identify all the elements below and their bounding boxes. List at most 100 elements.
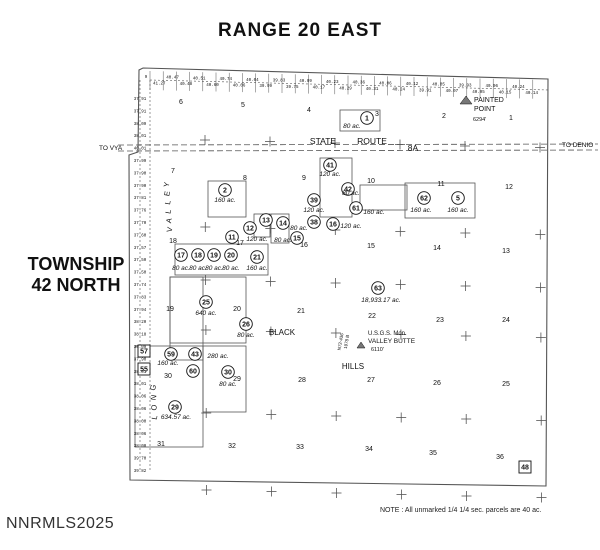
lot-value: 40.51 — [193, 77, 206, 81]
valley-butte-code: 1978 B — [343, 334, 350, 349]
lot-value: 37.91 — [134, 98, 147, 102]
parcel-number: 48 — [521, 465, 529, 472]
section-number: 22 — [368, 313, 376, 320]
parcel-number: 39 — [310, 198, 318, 205]
lot-value: 37.50 — [134, 259, 147, 263]
section-number: 5 — [241, 102, 245, 109]
lot-value: 39.75 — [286, 86, 299, 90]
parcel-marker — [188, 347, 202, 361]
parcel-marker — [307, 193, 321, 207]
parcel-acreage: 80 ac. — [342, 190, 360, 197]
lot-value: 37.76 — [134, 210, 147, 214]
parcel-number: 19 — [210, 253, 218, 260]
section-number: 4 — [307, 107, 311, 114]
section-number: 9 — [302, 175, 306, 182]
parcel-marker — [239, 317, 253, 331]
lot-value: 40.74 — [220, 78, 233, 82]
parcel-marker — [191, 248, 205, 262]
lot-value: 40.06 — [379, 82, 392, 86]
lot-value: 37.57 — [134, 247, 147, 251]
road-destination-right: TO DENIO — [562, 142, 593, 149]
lot-value: 40.17 — [313, 87, 326, 91]
lot-value: 40.14 — [525, 92, 538, 96]
section-number: 31 — [157, 441, 165, 448]
lot-value: 39.91 — [419, 89, 432, 93]
section-number: 13 — [502, 248, 510, 255]
lot-value: 37.90 — [134, 185, 147, 189]
parcel-number: 30 — [224, 370, 232, 377]
section-number: 28 — [298, 377, 306, 384]
section-number: 25 — [502, 381, 510, 388]
section-number: 27 — [367, 377, 375, 384]
parcel-number: 2 — [223, 188, 227, 195]
lot-value: 40.05 — [432, 84, 445, 88]
section-number: 17 — [236, 240, 244, 247]
parcel-acreage: 120 ac. — [340, 223, 362, 230]
parcel-acreage: 120 ac. — [303, 207, 325, 214]
parcel-acreage: 160 ac. — [363, 209, 385, 216]
lot-value: 38.00 — [134, 420, 147, 424]
parcel-number: 16 — [329, 222, 337, 229]
lot-value: 37.90 — [134, 172, 147, 176]
black-hills-word: HILLS — [342, 362, 364, 371]
parcel-acreage: 80 ac. — [237, 332, 255, 339]
lot-value: 38.09 — [134, 123, 147, 127]
parcel-marker — [137, 344, 151, 358]
parcel-marker — [186, 364, 200, 378]
parcel-acreage: 160 ac. — [157, 360, 179, 367]
parcel-marker — [451, 191, 465, 205]
parcel-acreage: 80 ac. — [343, 123, 361, 130]
lot-value: 40.05 — [472, 91, 485, 95]
lot-value: 38.01 — [134, 383, 147, 387]
painted-point-name: POINT — [474, 106, 496, 113]
lot-value: 39.99 — [259, 85, 272, 89]
section-number: 34 — [365, 446, 373, 453]
lot-value: 41.27 — [153, 82, 166, 86]
parcel-marker — [218, 183, 232, 197]
range-title: RANGE 20 EAST — [218, 20, 382, 41]
lot-value: 37.91 — [134, 110, 147, 114]
parcel-marker — [417, 191, 431, 205]
valley-letter: L — [164, 209, 174, 215]
road-name: 8A — [408, 143, 419, 153]
parcel-acreage: 80 ac. — [290, 225, 308, 232]
lot-value: 39.82 — [134, 470, 147, 474]
parcel-number: 63 — [374, 286, 382, 293]
road-edge — [117, 149, 599, 152]
parcel-number: 41 — [326, 163, 334, 170]
parcel-number: 62 — [420, 196, 428, 203]
lot-value: 39.93 — [459, 84, 472, 88]
parcel-acreage: 80 ac. — [205, 265, 223, 272]
section-number: 11 — [437, 181, 444, 188]
parcel-marker — [259, 213, 273, 227]
lot-value: 37.50 — [134, 272, 147, 276]
parcel-number: 13 — [262, 218, 270, 225]
parcel-boundary — [174, 243, 269, 276]
section-number: 24 — [502, 317, 510, 324]
parcel-boundary — [169, 276, 204, 361]
parcel-number: 20 — [227, 253, 235, 260]
parcel-number: 18 — [194, 253, 202, 260]
lot-value: 40.36 — [353, 82, 366, 86]
parcel-number: 25 — [202, 300, 210, 307]
road-edge — [117, 143, 599, 146]
lot-value: 40.23 — [326, 81, 339, 85]
lot-value: 38.00 — [134, 445, 147, 449]
lot-value: 40.24 — [512, 86, 525, 90]
lot-value: 39.70 — [134, 458, 147, 462]
parcel-number: 55 — [140, 367, 148, 374]
parcel-number: 5 — [456, 196, 460, 203]
parcel-number: 43 — [191, 352, 199, 359]
lot-value: 38.01 — [134, 135, 147, 139]
parcel-acreage: 80 ac. — [189, 265, 207, 272]
parcel-note: NOTE : All unmarked 1/4 1/4 sec. parcels… — [380, 507, 542, 514]
parcel-marker — [307, 215, 321, 229]
valley-letter: Y — [162, 181, 172, 188]
valley-butte-name: U.S.G.S. Mon. — [368, 331, 407, 337]
section-number: 26 — [433, 380, 441, 387]
parcel-marker — [174, 248, 188, 262]
lot-value: 37.83 — [134, 296, 147, 300]
parcel-acreage: 160 ac. — [214, 197, 236, 204]
